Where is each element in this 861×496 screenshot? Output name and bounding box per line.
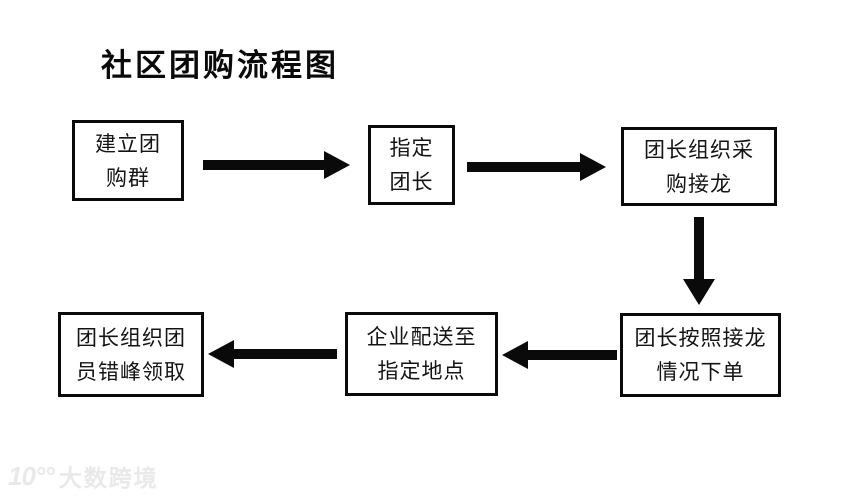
arrow-shaft bbox=[694, 217, 704, 279]
flow-box-text-line: 指定 bbox=[389, 136, 434, 160]
flow-box-organize-jielong: 团长组织采 购接龙 bbox=[621, 127, 777, 206]
flow-box-text-line: 购群 bbox=[106, 165, 150, 190]
flow-box-text-line: 团长按照接龙 bbox=[634, 326, 767, 350]
arrow-right-icon bbox=[467, 153, 606, 181]
flow-box-create-group: 建立团 购群 bbox=[72, 120, 184, 201]
arrow-down-icon bbox=[683, 217, 715, 305]
flow-box-text-line: 购接龙 bbox=[666, 171, 732, 196]
flow-box-place-order: 团长按照接龙 情况下单 bbox=[620, 313, 781, 397]
flow-box-company-delivery: 企业配送至 指定地点 bbox=[345, 312, 498, 396]
flow-box-text-line: 指定地点 bbox=[377, 359, 466, 383]
watermark: 10°° 大数跨境 bbox=[8, 459, 159, 493]
flow-box-text-line: 团长组织团 bbox=[76, 325, 186, 350]
arrow-shaft bbox=[234, 349, 337, 359]
flow-box-staggered-pickup: 团长组织团 员错峰领取 bbox=[58, 312, 204, 397]
arrow-shaft bbox=[467, 162, 580, 172]
arrow-head bbox=[208, 340, 234, 368]
arrow-head bbox=[683, 279, 715, 305]
arrow-shaft bbox=[528, 350, 617, 360]
arrow-right-icon bbox=[203, 151, 350, 179]
flow-box-text-line: 情况下单 bbox=[656, 360, 745, 384]
arrow-shaft bbox=[203, 160, 324, 170]
flow-box-text-line: 员错峰领取 bbox=[76, 359, 186, 384]
watermark-brand-text: 大数跨境 bbox=[58, 465, 159, 491]
flow-box-appoint-leader: 指定 团长 bbox=[368, 125, 455, 205]
watermark-logo-icon: 10°° bbox=[8, 460, 55, 491]
arrow-head bbox=[580, 153, 606, 181]
arrow-left-icon bbox=[208, 340, 337, 368]
flow-box-text-line: 建立团 bbox=[95, 131, 161, 156]
page-title: 社区团购流程图 bbox=[101, 48, 339, 83]
flow-box-text-line: 团长组织采 bbox=[644, 137, 754, 162]
flow-box-text-line: 企业配送至 bbox=[366, 325, 477, 349]
flow-box-text-line: 团长 bbox=[389, 170, 434, 194]
arrow-left-icon bbox=[502, 341, 617, 369]
arrow-head bbox=[324, 151, 350, 179]
arrow-head bbox=[502, 341, 528, 369]
